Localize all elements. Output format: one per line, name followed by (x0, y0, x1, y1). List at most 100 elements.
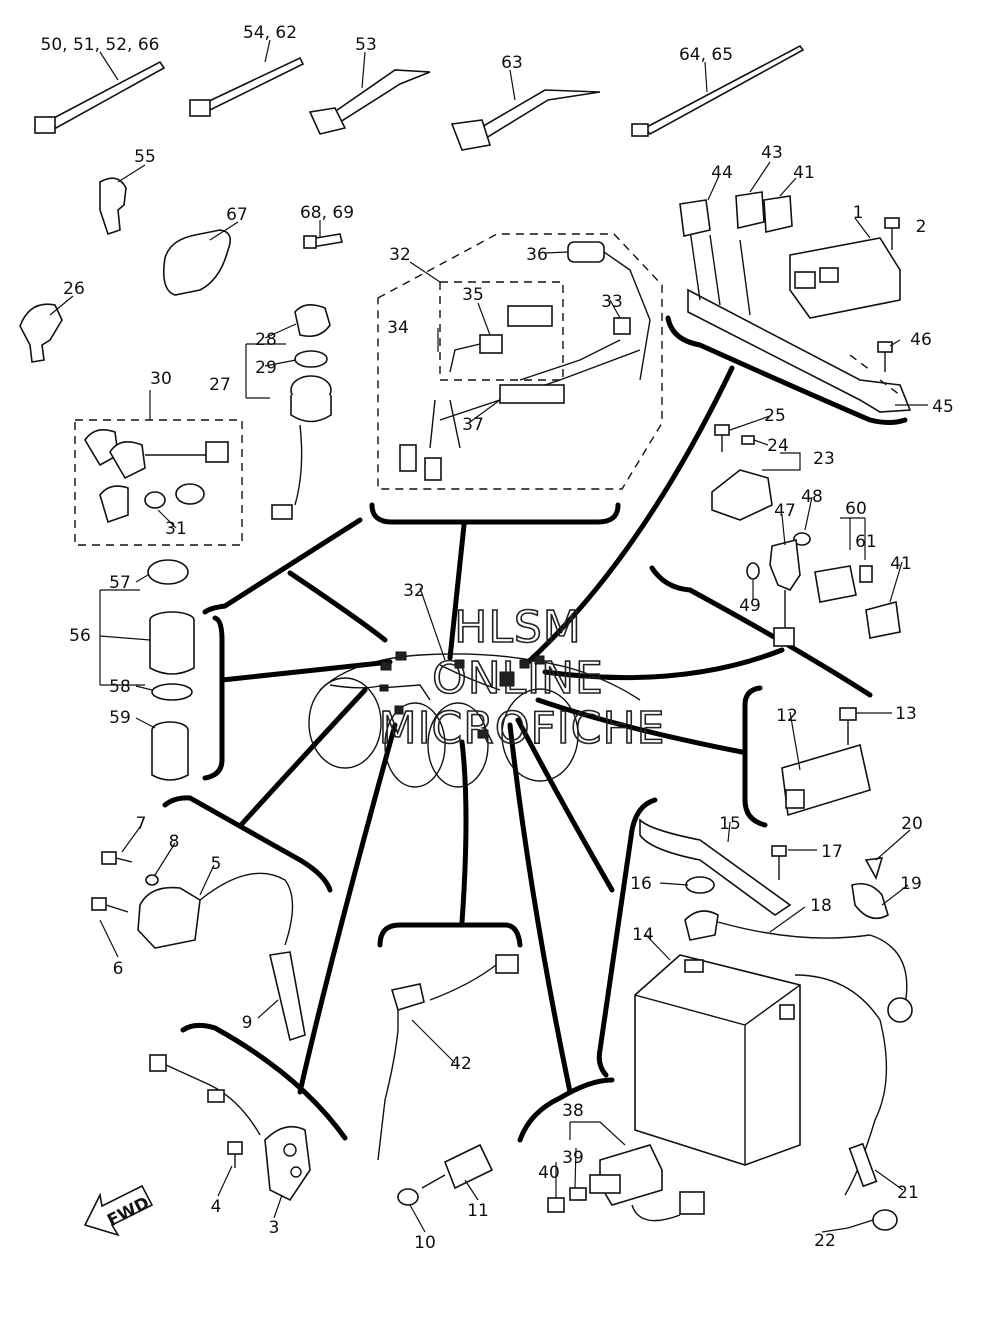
leader-lines (49, 39, 928, 1233)
part-grommet-16[interactable] (685, 876, 715, 894)
part-relay-44[interactable] (679, 199, 711, 237)
callout: 46 (910, 330, 932, 350)
part-cap-57[interactable] (147, 559, 189, 585)
part-relay-41b[interactable] (865, 600, 901, 639)
part-sensor-42[interactable] (390, 983, 425, 1012)
part-socket-c[interactable] (99, 485, 129, 524)
callout: 41 (793, 163, 815, 183)
part-nut-58[interactable] (151, 683, 193, 701)
callout: 42 (450, 1054, 472, 1074)
part-bolt-6[interactable] (91, 897, 129, 913)
part-cable-tie-50[interactable] (34, 60, 166, 134)
callout: 33 (601, 292, 623, 312)
part-relay-47[interactable] (769, 539, 801, 591)
part-screw-2[interactable] (884, 217, 900, 250)
part-washer-10[interactable] (397, 1188, 419, 1206)
watermark-line3: MICROFICHE (379, 703, 666, 754)
part-fuse-61[interactable] (859, 565, 873, 583)
part-screw-46[interactable] (877, 341, 893, 372)
socket-group-56 (99, 559, 195, 781)
callout: 55 (134, 147, 156, 167)
part-connector-34[interactable] (449, 334, 503, 373)
part-bolt-22[interactable] (847, 1209, 898, 1231)
main-switch-group (245, 304, 332, 520)
part-bolt-25[interactable] (714, 424, 730, 452)
part-key-68[interactable] (303, 233, 343, 249)
part-fuse-24[interactable] (741, 435, 755, 445)
callout: 30 (150, 369, 172, 389)
part-connector-30[interactable] (205, 441, 229, 463)
watermark: HLSM ONLINE MICROFICHE (378, 601, 666, 755)
part-clamp-26[interactable] (19, 303, 63, 363)
part-cable-tie-63[interactable] (450, 89, 601, 151)
rectifier-group (781, 707, 871, 817)
sensor-group-42 (377, 954, 519, 1161)
callout: 58 (109, 677, 131, 697)
part-switch-11[interactable] (443, 1143, 494, 1190)
part-socket-56[interactable] (149, 611, 195, 675)
part-cable-tie-64[interactable] (631, 44, 805, 137)
callout: 2 (916, 217, 927, 237)
callout: 67 (226, 205, 248, 225)
part-nut-29[interactable] (294, 350, 328, 368)
starter-relay-group (711, 424, 801, 521)
part-screw-48[interactable] (793, 532, 811, 546)
part-band-19[interactable] (851, 882, 889, 920)
callout: 7 (136, 814, 147, 834)
part-cable-tie-53[interactable] (308, 69, 431, 135)
callout: 12 (776, 706, 798, 726)
callout: 34 (387, 318, 409, 338)
part-fuse-box-60[interactable] (814, 565, 857, 603)
harness-kit-32 (377, 233, 663, 490)
part-main-switch-27[interactable] (271, 375, 332, 520)
part-screw-20[interactable] (864, 857, 884, 881)
callout: 21 (897, 1183, 919, 1203)
callout: 60 (845, 499, 867, 519)
part-fuse-39[interactable] (569, 1187, 587, 1201)
part-tube-37[interactable] (499, 384, 565, 404)
callout: 59 (109, 708, 131, 728)
part-sensor-36[interactable] (567, 241, 651, 381)
part-bolt-17[interactable] (771, 845, 787, 880)
part-connector-33[interactable] (613, 317, 631, 335)
part-cap-28[interactable] (294, 304, 331, 338)
callout: 31 (165, 519, 187, 539)
light-socket-group-30 (74, 419, 243, 546)
part-washer-8[interactable] (145, 874, 159, 886)
part-starter-relay-23[interactable] (711, 469, 773, 521)
fwd-arrow: FWD (83, 1184, 154, 1237)
part-plug-cap-9[interactable] (269, 951, 306, 1042)
callout: 54, 62 (243, 23, 297, 43)
part-relay-41a[interactable] (763, 195, 793, 233)
part-cable-tie-54[interactable] (189, 56, 305, 117)
part-clip-49[interactable] (746, 562, 760, 580)
part-fuse-40[interactable] (547, 1197, 565, 1213)
part-cable-21[interactable] (794, 974, 888, 1196)
callout: 53 (355, 35, 377, 55)
part-relay-43[interactable] (735, 191, 765, 229)
group-brackets (162, 315, 908, 1143)
callout: 32 (389, 245, 411, 265)
switch-group-10 (397, 1143, 494, 1206)
part-cable-18[interactable] (684, 910, 913, 1023)
callout: 68, 69 (300, 203, 354, 223)
callout: 26 (63, 279, 85, 299)
callout: 61 (855, 532, 877, 552)
part-bolt-4[interactable] (227, 1141, 243, 1168)
callout: 35 (462, 285, 484, 305)
part-socket-b[interactable] (109, 440, 146, 480)
part-bolt-7[interactable] (101, 851, 133, 865)
part-coil-5[interactable] (137, 886, 201, 949)
hub-connectors (379, 651, 545, 739)
part-ecu-1[interactable] (789, 237, 901, 319)
callout: 47 (774, 501, 796, 521)
part-bulb-31[interactable] (144, 491, 166, 509)
part-clamp-55[interactable] (99, 177, 127, 236)
part-battery-14[interactable] (634, 954, 801, 1166)
part-relay-35[interactable] (507, 305, 553, 327)
part-cover-59[interactable] (151, 721, 189, 781)
part-bolt-13[interactable] (839, 707, 857, 745)
part-bracket-15[interactable] (639, 818, 792, 916)
part-clamp-67[interactable] (162, 229, 231, 296)
part-pickup-3[interactable] (264, 1125, 311, 1202)
